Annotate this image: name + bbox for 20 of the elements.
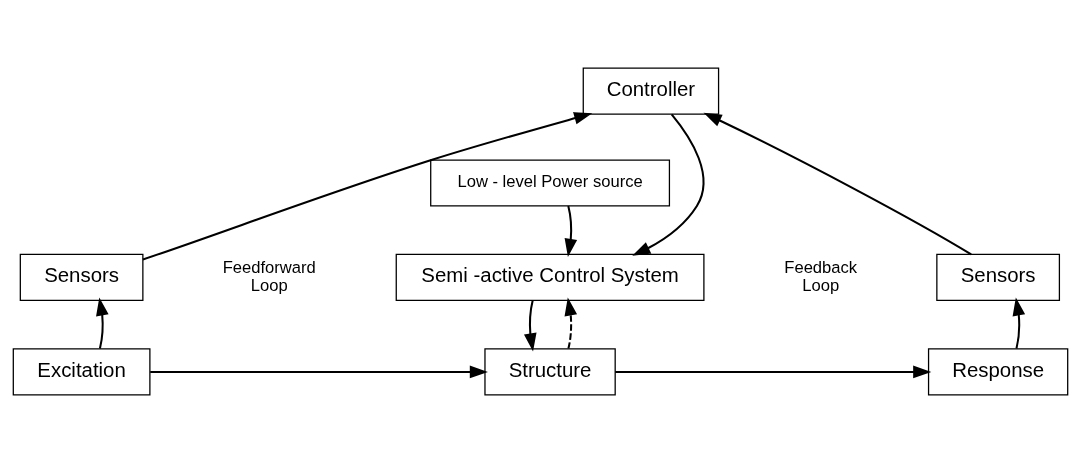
node-box: Response bbox=[927, 347, 1069, 396]
arrow bbox=[150, 365, 488, 378]
node-box: Sensors bbox=[936, 253, 1061, 301]
label: Feedback Loop bbox=[784, 257, 858, 295]
arrow bbox=[1012, 296, 1026, 349]
arrow bbox=[142, 111, 593, 260]
node-box: Controller bbox=[582, 66, 720, 115]
node-box: Excitation bbox=[12, 347, 151, 396]
label: Feedforward Loop bbox=[222, 257, 316, 295]
arrow bbox=[632, 113, 705, 256]
node-box: Semi -active Control System bbox=[395, 253, 705, 301]
arrow bbox=[615, 365, 932, 378]
arrow bbox=[523, 299, 537, 351]
arrow bbox=[703, 112, 972, 255]
node-box: Sensors bbox=[19, 253, 144, 301]
arrow bbox=[96, 296, 109, 349]
node-box: Structure bbox=[484, 347, 616, 396]
arrow bbox=[564, 205, 578, 257]
node-box: Low - level Power source bbox=[430, 158, 671, 207]
arrow bbox=[564, 296, 578, 349]
